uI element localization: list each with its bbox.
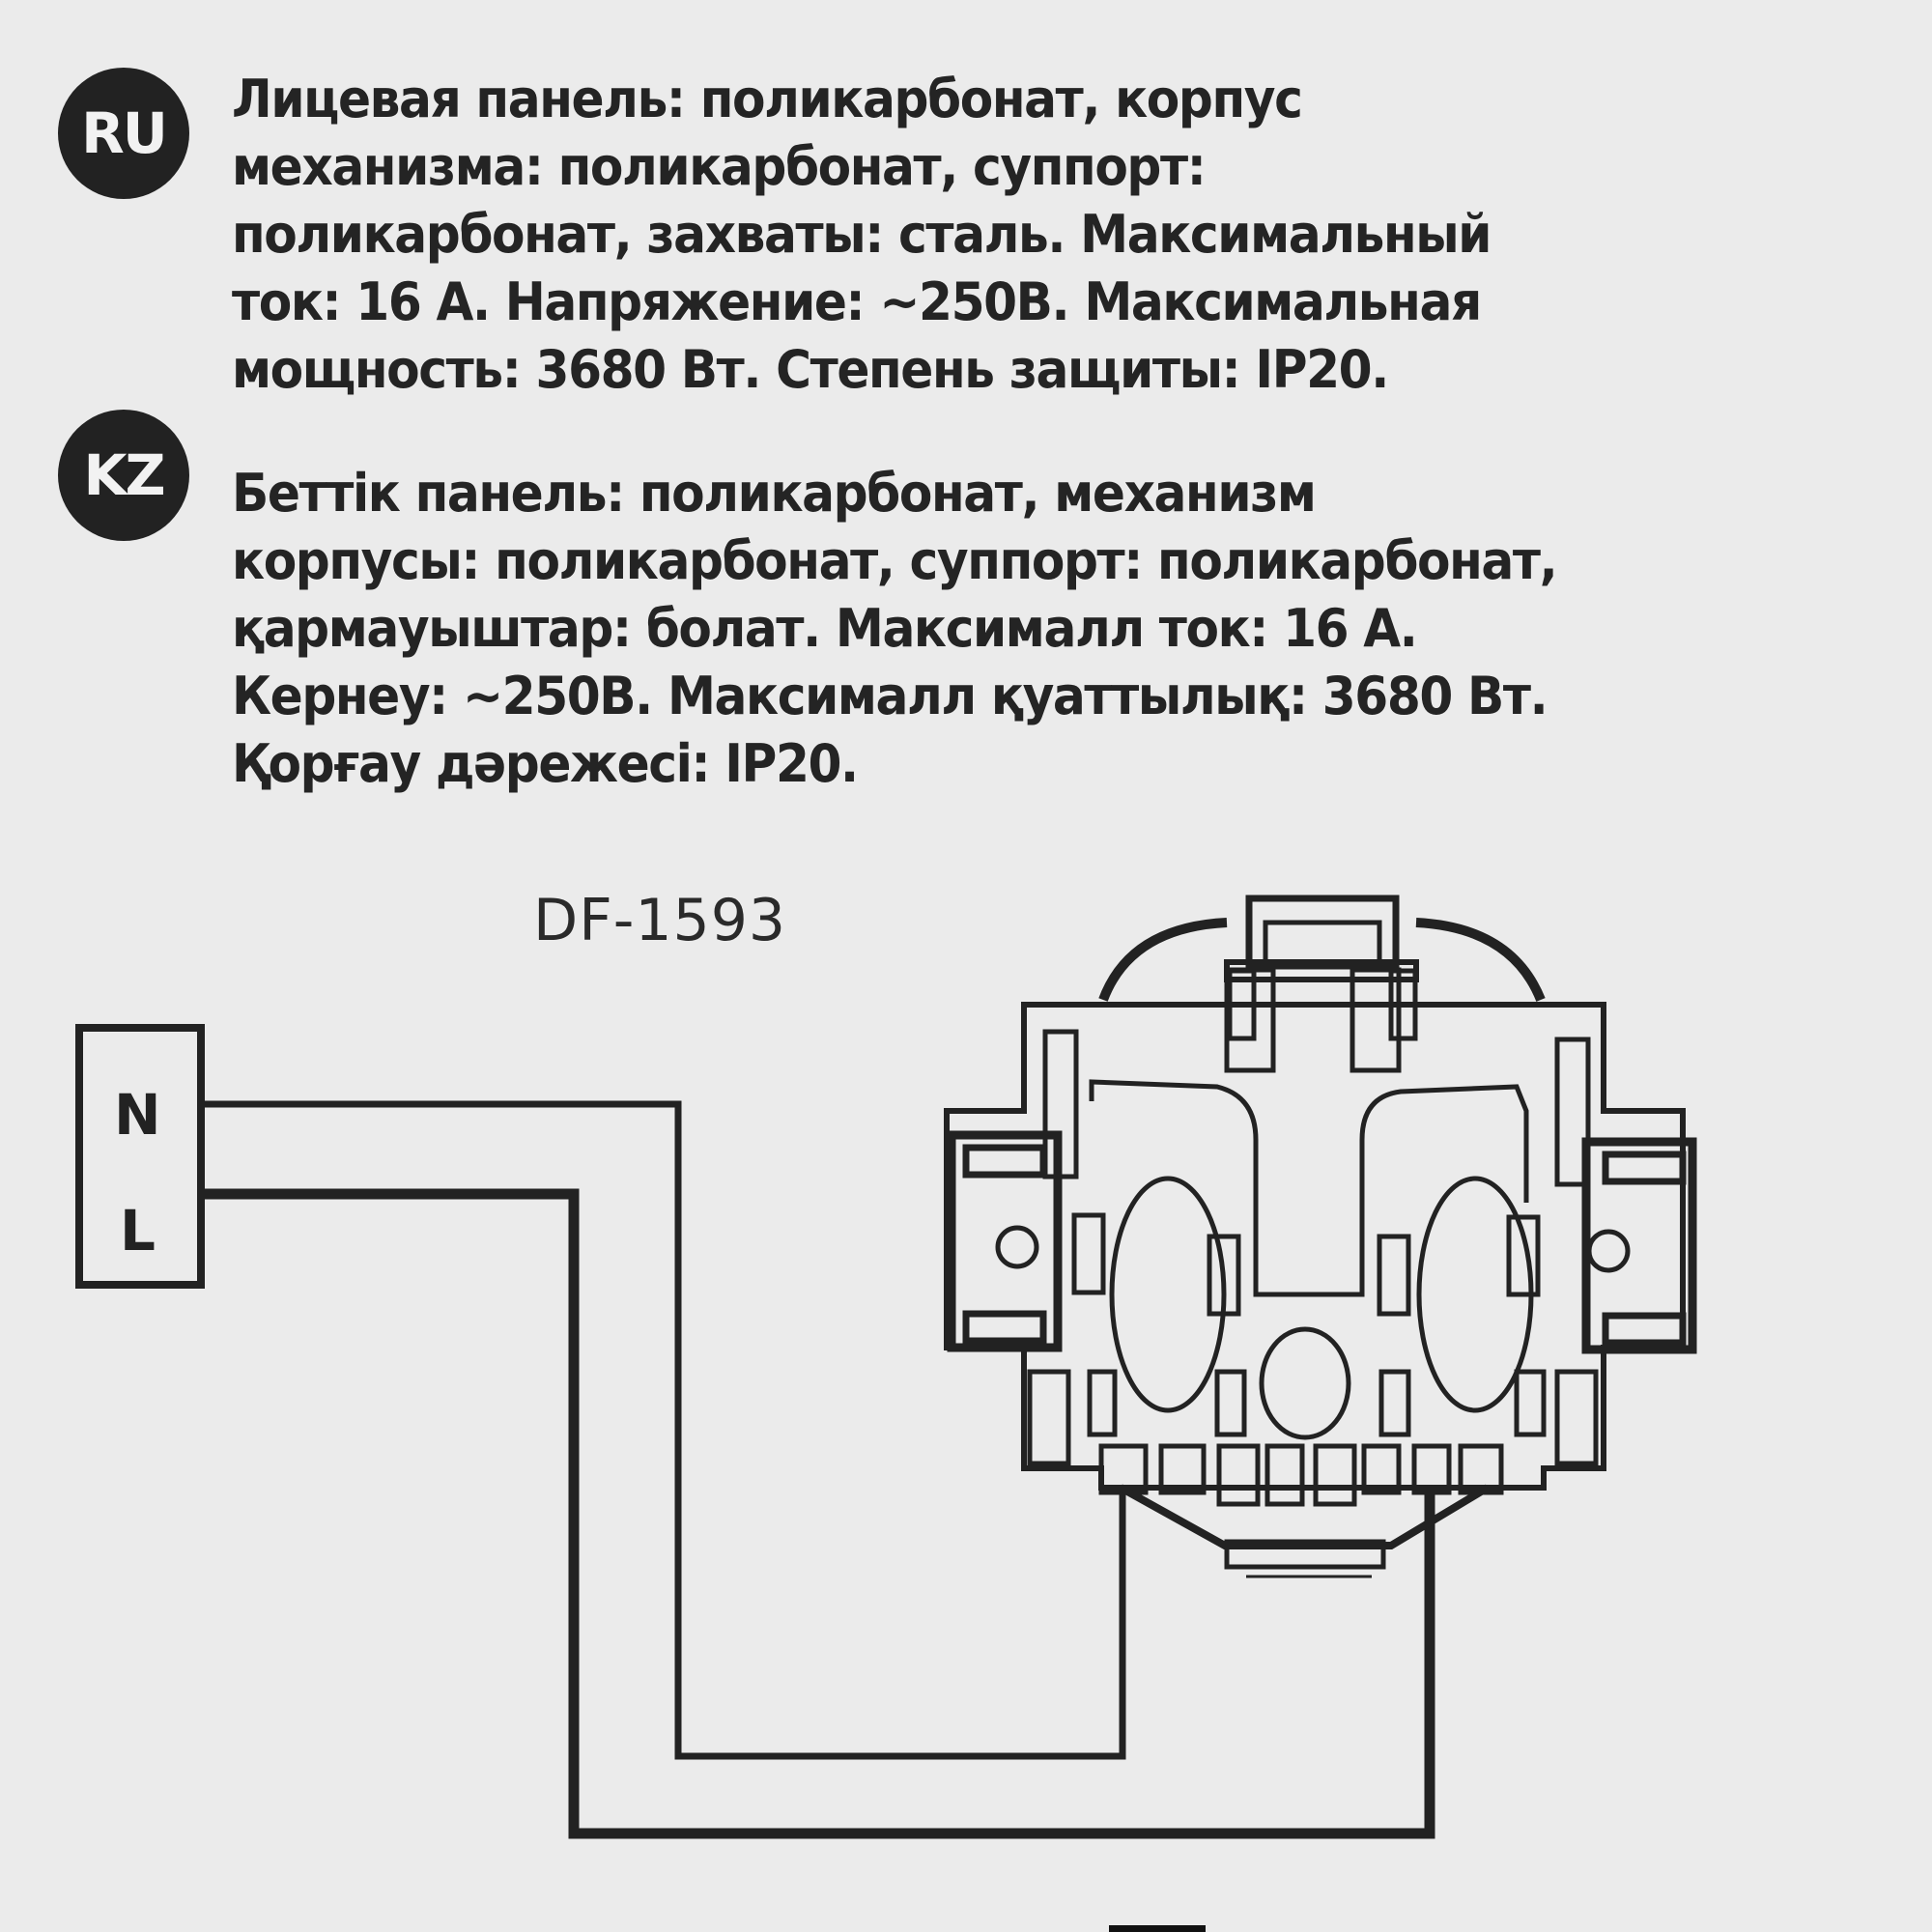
socket-mechanism-icon	[944, 895, 1697, 1578]
language-badge-ru: RU	[58, 68, 189, 199]
language-badge-kz: KZ	[58, 410, 189, 541]
text-line: ток: 16 А. Напряжение: ~250В. Максимальн…	[232, 271, 1482, 332]
neutral-wire	[201, 1100, 1126, 1760]
text-line: поликарбонат, захваты: сталь. Максимальн…	[232, 204, 1492, 265]
text-line: Кернеу: ~250В. Максималл қуаттылық: 3680…	[232, 666, 1548, 726]
description-kz: Беттік панель: поликарбонат, механизм ко…	[232, 460, 1558, 798]
text-line: мощность: 3680 Вт. Степень защиты: IP20.	[232, 339, 1389, 400]
live-wire	[201, 1188, 1435, 1839]
edge-mark	[1109, 1925, 1206, 1932]
description-ru: Лицевая панель: поликарбонат, корпус мех…	[232, 66, 1492, 404]
text-line: Лицевая панель: поликарбонат, корпус	[232, 69, 1303, 129]
text-line: механизма: поликарбонат, суппорт:	[232, 136, 1207, 197]
model-number: DF-1593	[533, 887, 787, 954]
text-line: корпусы: поликарбонат, суппорт: поликарб…	[232, 530, 1558, 591]
text-line: Беттік панель: поликарбонат, механизм	[232, 463, 1317, 524]
language-code: KZ	[83, 442, 166, 508]
text-line: қармауыштар: болат. Максималл ток: 16 А.	[232, 598, 1418, 659]
terminal-label-live: L	[120, 1198, 156, 1264]
terminal-label-neutral: N	[114, 1082, 161, 1148]
terminal-block	[75, 1024, 205, 1289]
text-line: Қорғау дәрежесі: IP20.	[232, 733, 859, 794]
language-code: RU	[81, 100, 168, 166]
